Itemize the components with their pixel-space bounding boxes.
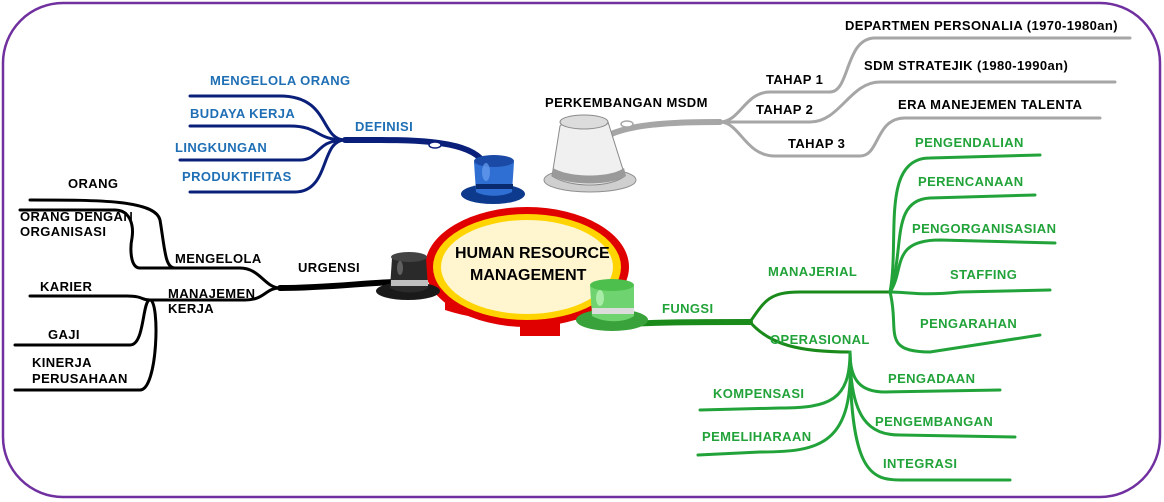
perkembangan-node-dot [620, 120, 634, 128]
urgensi-branch [13, 198, 403, 392]
stage-desc: DEPARTMEN PERSONALIA (1970-1980an) [845, 18, 1118, 33]
perkembangan-branch [577, 36, 1132, 163]
center-title-line1: HUMAN RESOURCE [455, 245, 610, 262]
white-hat-icon [543, 114, 637, 193]
definisi-item: LINGKUNGAN [175, 140, 267, 155]
manajerial-item: PENGENDALIAN [915, 135, 1024, 150]
manajerial-item: PERENCANAAN [918, 174, 1024, 189]
definisi-item: MENGELOLA ORANG [210, 73, 351, 88]
manajerial-label: MANAJERIAL [768, 264, 857, 279]
definisi-node-dot [428, 141, 442, 149]
operasional-branch [696, 350, 1017, 482]
operasional-item: PENGEMBANGAN [875, 414, 993, 429]
operasional-item: PENGADAAN [888, 371, 975, 386]
manajerial-item: STAFFING [950, 267, 1017, 282]
definisi-item: BUDAYA KERJA [190, 106, 295, 121]
mengelola-item: ORANG DENGAN [20, 209, 133, 224]
stage-desc: ERA MANEJEMEN TALENTA [898, 97, 1083, 112]
manajemen-item: KINERJA [32, 355, 92, 370]
definisi-item: PRODUKTIFITAS [182, 169, 292, 184]
perkembangan-label: PERKEMBANGAN MSDM [545, 95, 708, 110]
stage-label: TAHAP 3 [788, 136, 845, 151]
manajemen-label: MANAJEMEN [168, 286, 255, 301]
manajerial-item: PENGARAHAN [920, 316, 1017, 331]
black-hat-icon [376, 252, 440, 300]
operasional-item: INTEGRASI [883, 456, 957, 471]
operasional-label: OPERASIONAL [770, 332, 870, 347]
blue-hat-icon [461, 155, 525, 204]
center-title-line2: MANAGEMENT [470, 267, 587, 284]
center-node: HUMAN RESOURCE MANAGEMENT [425, 207, 629, 336]
definisi-branch [178, 94, 483, 194]
stage-label: TAHAP 2 [756, 102, 813, 117]
manajerial-branch [888, 153, 1057, 354]
stage-label: TAHAP 1 [766, 72, 823, 87]
definisi-label: DEFINISI [355, 119, 413, 134]
manajemen-item: KARIER [40, 279, 92, 294]
urgensi-label: URGENSI [298, 260, 360, 275]
operasional-item: PEMELIHARAAN [702, 429, 812, 444]
manajemen-item: GAJI [48, 327, 80, 342]
manajerial-item: PENGORGANISASIAN [912, 221, 1056, 236]
fungsi-label: FUNGSI [662, 301, 714, 316]
stage-desc: SDM STRATEJIK (1980-1990an) [864, 58, 1068, 73]
green-hat-icon [576, 279, 648, 331]
manajemen-label: KERJA [168, 301, 214, 316]
manajemen-item: PERUSAHAAN [32, 371, 128, 386]
mengelola-item: ORGANISASI [20, 224, 106, 239]
mengelola-item: ORANG [68, 176, 118, 191]
mengelola-label: MENGELOLA [175, 251, 262, 266]
operasional-item: KOMPENSASI [713, 386, 804, 401]
